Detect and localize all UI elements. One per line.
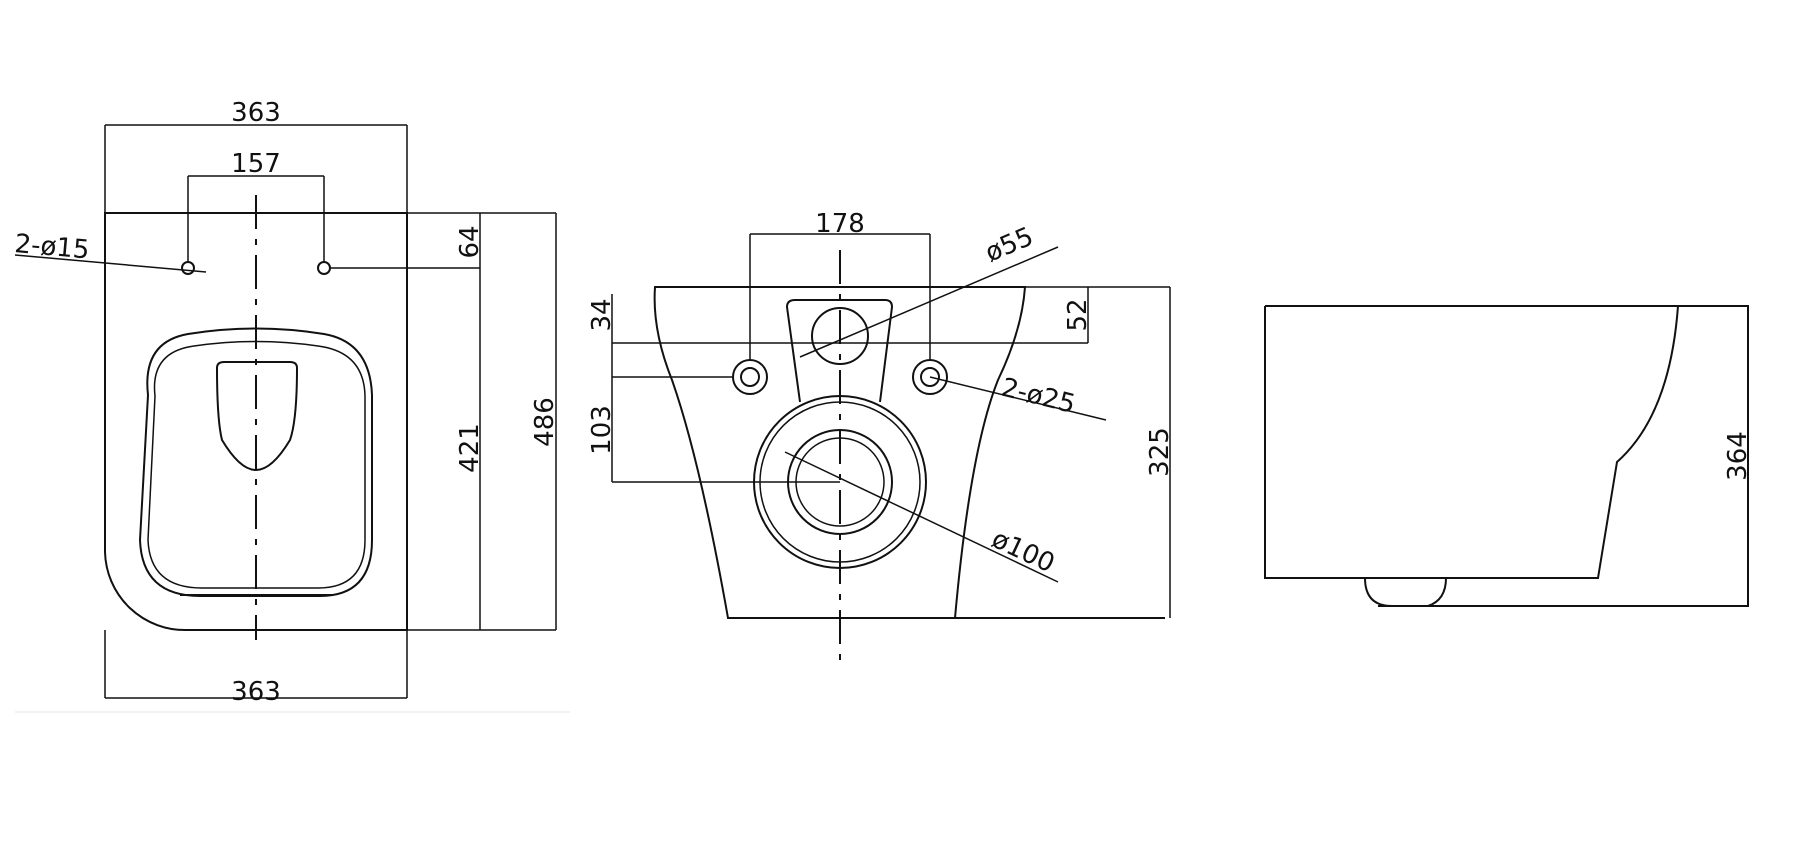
- inlet-hole: [811, 307, 869, 365]
- leader-hole-callout: [14, 254, 207, 273]
- dim-hole-callout: 2-ø15: [13, 229, 90, 265]
- dim-top-offset-right: 52: [1063, 298, 1093, 331]
- dim-outlet-height: 103: [587, 405, 617, 455]
- top-view-outline: [104, 212, 408, 632]
- dim-overall-length: 486: [530, 397, 560, 447]
- dim-rear-height: 325: [1145, 427, 1175, 477]
- dim-rear-hole-spacing: 178: [815, 209, 865, 239]
- top-view: 363 157 2-ø15 64 421 486 363: [13, 98, 570, 713]
- rear-bolt-hole-left: [732, 359, 768, 395]
- rear-bolt-hole-left-inner: [740, 367, 760, 387]
- rear-bolt-hole-right-inner: [920, 367, 940, 387]
- seat-inner: [147, 340, 366, 589]
- dim-bolt-callout: 2-ø25: [998, 373, 1078, 420]
- side-view-outline: [1265, 305, 1749, 607]
- dim-outlet-diameter: ø100: [987, 524, 1059, 579]
- side-view: 364: [1264, 305, 1753, 607]
- dim-side-height: 364: [1723, 431, 1753, 481]
- dim-width-bottom: 363: [231, 677, 281, 707]
- side-view-front: [1264, 305, 1679, 579]
- dim-hole-spacing: 157: [231, 149, 281, 179]
- dim-top-offset-left: 34: [587, 298, 617, 331]
- side-view-foot: [1364, 577, 1447, 607]
- leader-inlet-diameter: [799, 246, 1059, 358]
- dim-inlet-diameter: ø55: [981, 222, 1038, 269]
- dim-inner-length: 421: [455, 423, 485, 473]
- top-bolt-hole-left: [181, 261, 195, 275]
- dim-hole-offset: 64: [455, 225, 485, 258]
- rear-view: 178 ø55 34 103 52 325 2-ø25 ø100: [587, 209, 1175, 668]
- leader-bolt-callout: [929, 376, 1107, 421]
- leader-outlet-diameter: [784, 451, 1059, 583]
- dim-width-top: 363: [231, 98, 281, 128]
- top-bolt-hole-right: [317, 261, 331, 275]
